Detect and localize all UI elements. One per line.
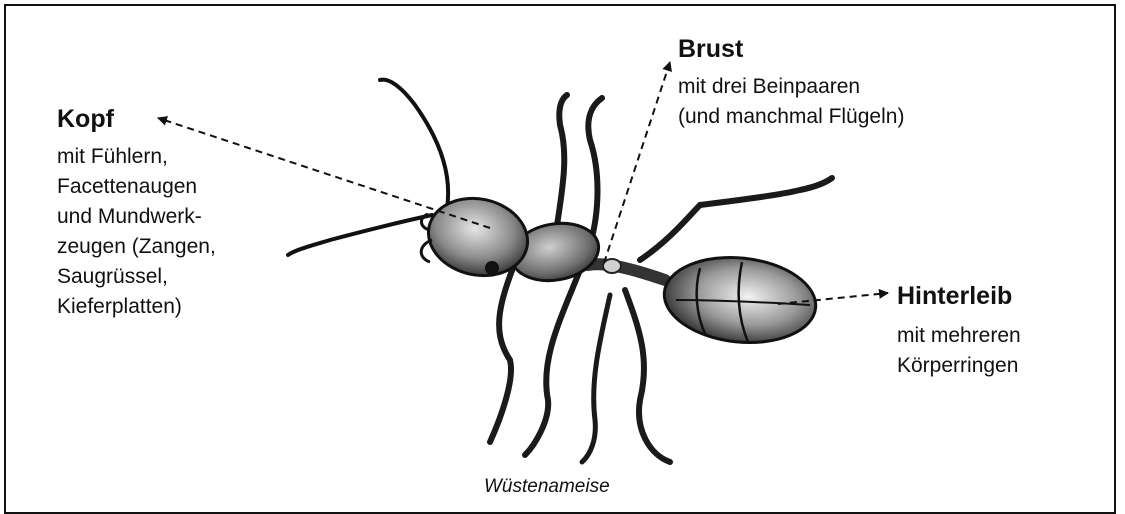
front-leg-2	[555, 95, 567, 240]
hind-leg-1	[625, 290, 670, 462]
waist-node	[603, 259, 621, 273]
abdomen-title: Hinterleib	[897, 281, 1021, 311]
thorax-description: mit drei Beinpaaren (und manchmal Flügel…	[678, 72, 904, 132]
middle-leg-2	[588, 98, 602, 245]
ant-waist	[588, 264, 665, 280]
hind-leg-3	[582, 295, 610, 462]
figure-caption: Wüstenameise	[484, 476, 610, 498]
label-head: Kopf mit Fühlern, Facettenaugen und Mund…	[57, 104, 216, 322]
ant-eye	[485, 261, 499, 275]
abdomen-description: mit mehreren Körperringen	[897, 321, 1021, 381]
label-thorax: Brust mit drei Beinpaaren (und manchmal …	[678, 34, 904, 132]
antenna-lower	[288, 215, 432, 255]
hind-leg-2	[640, 178, 832, 260]
label-abdomen: Hinterleib mit mehreren Körperringen	[897, 281, 1021, 381]
head-title: Kopf	[57, 104, 216, 134]
front-leg-1	[490, 250, 520, 442]
head-description: mit Fühlern, Facettenaugen und Mundwerk-…	[57, 142, 216, 322]
arrow-brust	[604, 62, 670, 263]
antenna-upper	[380, 80, 448, 208]
middle-leg-1	[525, 270, 580, 455]
thorax-title: Brust	[678, 34, 904, 64]
